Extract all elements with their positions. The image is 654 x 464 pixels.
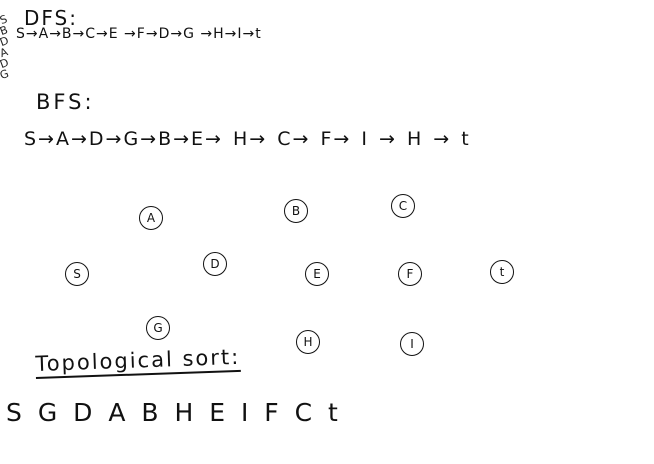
- graph-node-e: E: [305, 262, 329, 286]
- graph-node-s: S: [65, 262, 89, 286]
- topological-sort-heading: Topological sort:: [35, 344, 241, 379]
- margin-scribbles: S B D A D G: [0, 12, 11, 83]
- graph-node-c: C: [391, 194, 415, 218]
- graph-node-i: I: [400, 332, 424, 356]
- graph-node-t: t: [490, 260, 514, 284]
- graph-node-g: G: [146, 316, 170, 340]
- graph-node-h: H: [296, 330, 320, 354]
- graph-node-a: A: [139, 206, 163, 230]
- bfs-sequence: S→A→D→G→B→E→ H→ C→ F→ I → H → t: [24, 128, 471, 150]
- graph-node-b: B: [284, 199, 308, 223]
- graph-node-f: F: [398, 262, 422, 286]
- topological-sort-sequence: S G D A B H E I F C t: [6, 398, 341, 427]
- bfs-heading: BFS:: [36, 90, 95, 114]
- margin-mark: G: [0, 66, 11, 83]
- dfs-sequence: S→A→B→C→E →F→D→G →H→I→t: [16, 26, 262, 42]
- dfs-heading: DFS:: [24, 6, 78, 30]
- graph-node-d: D: [203, 252, 227, 276]
